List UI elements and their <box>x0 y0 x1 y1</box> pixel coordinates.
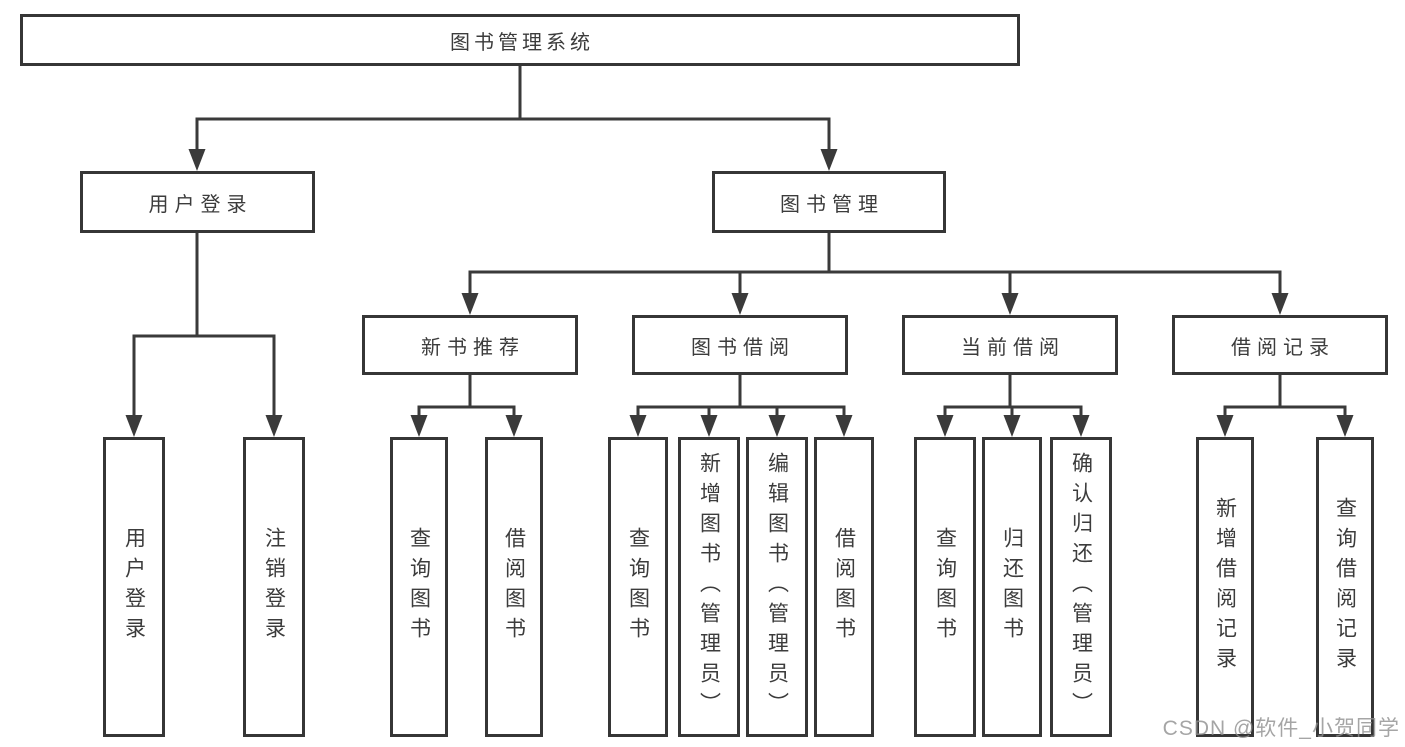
node-label: 新增图书（管理员） <box>697 452 721 722</box>
node-label: 编辑图书（管理员） <box>765 452 789 722</box>
node-label: 新增借阅记录 <box>1213 497 1237 677</box>
node-book-borrowing: 图书借阅 <box>632 315 848 375</box>
node-label: 图书借阅 <box>691 336 795 359</box>
node-leaf-query-books-current: 查询图书 <box>914 437 976 737</box>
node-label: 归还图书 <box>1000 527 1024 647</box>
node-label: 借阅图书 <box>502 527 526 647</box>
node-leaf-add-borrow-record: 新增借阅记录 <box>1196 437 1254 737</box>
node-label: 注销登录 <box>262 527 286 647</box>
node-label: 用户登录 <box>148 193 253 216</box>
node-leaf-query-books-borrowing: 查询图书 <box>608 437 668 737</box>
node-label: 新书推荐 <box>421 336 525 359</box>
node-leaf-query-books-recommend: 查询图书 <box>390 437 448 737</box>
node-current-borrowing: 当前借阅 <box>902 315 1118 375</box>
node-leaf-confirm-return-admin: 确认归还（管理员） <box>1050 437 1112 737</box>
node-user-login: 用户登录 <box>80 171 315 233</box>
node-label: 图书管理系统 <box>450 31 594 54</box>
node-root: 图书管理系统 <box>20 14 1020 66</box>
node-leaf-return-books: 归还图书 <box>982 437 1042 737</box>
node-book-management: 图书管理 <box>712 171 946 233</box>
node-leaf-query-borrow-record: 查询借阅记录 <box>1316 437 1374 737</box>
node-label: 当前借阅 <box>961 336 1065 359</box>
node-leaf-logout-login: 注销登录 <box>243 437 305 737</box>
node-label: 查询图书 <box>407 527 431 647</box>
node-leaf-edit-books-admin: 编辑图书（管理员） <box>746 437 808 737</box>
tree-edges <box>132 66 1347 421</box>
node-new-book-recommend: 新书推荐 <box>362 315 578 375</box>
node-label: 查询借阅记录 <box>1333 497 1357 677</box>
node-label: 借阅记录 <box>1231 336 1335 359</box>
arrowhead-icons <box>125 149 1354 437</box>
node-label: 确认归还（管理员） <box>1069 452 1093 722</box>
csdn-watermark: CSDN @软件_小贺同学 <box>1162 717 1400 740</box>
node-leaf-add-books-admin: 新增图书（管理员） <box>678 437 740 737</box>
node-borrowing-records: 借阅记录 <box>1172 315 1388 375</box>
node-label: 用户登录 <box>122 527 146 647</box>
node-leaf-borrow-books-borrowing: 借阅图书 <box>814 437 874 737</box>
node-label: 图书管理 <box>780 193 884 216</box>
node-label: 查询图书 <box>626 527 650 647</box>
node-leaf-borrow-books-recommend: 借阅图书 <box>485 437 543 737</box>
node-leaf-user-login: 用户登录 <box>103 437 165 737</box>
node-label: 借阅图书 <box>832 527 856 647</box>
node-label: 查询图书 <box>933 527 957 647</box>
